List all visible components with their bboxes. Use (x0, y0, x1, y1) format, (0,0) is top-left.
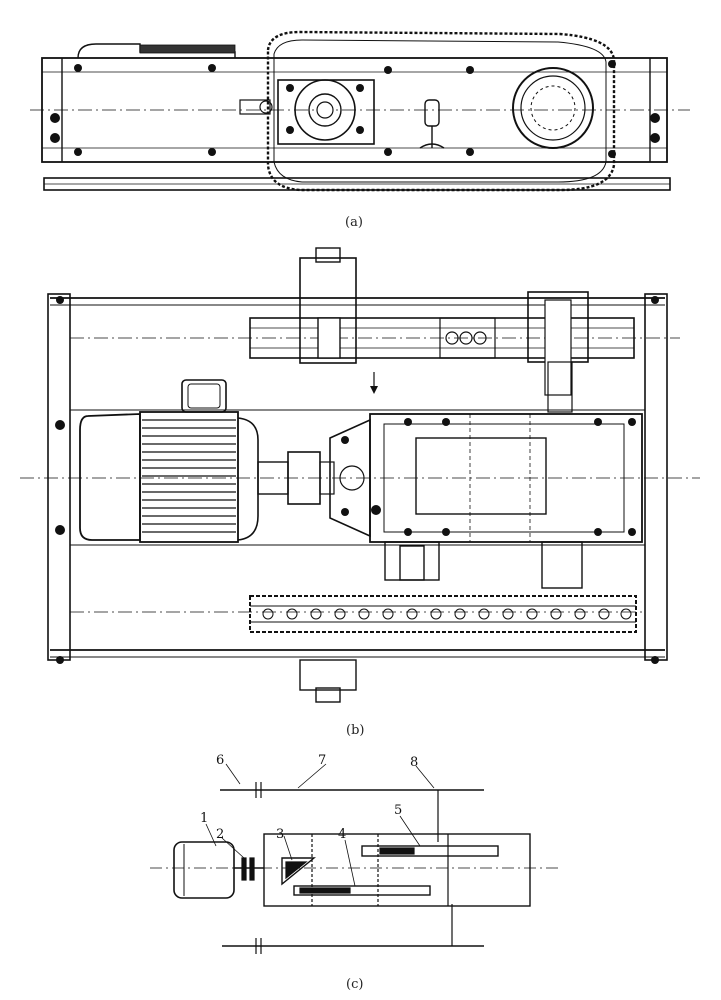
caption-b: (b) (346, 723, 364, 738)
view-c-schematic (150, 763, 560, 954)
caption-c: (c) (346, 977, 363, 992)
view-a-side-elevation (30, 30, 690, 192)
callout-7: 7 (318, 753, 326, 768)
callout-4: 4 (338, 827, 346, 842)
callout-5: 5 (394, 803, 402, 818)
callout-8: 8 (410, 755, 418, 770)
schematic-motor (173, 841, 235, 899)
callout-6: 6 (216, 753, 224, 768)
callout-3: 3 (276, 827, 284, 842)
callout-2: 2 (216, 827, 224, 842)
view-b-plan (20, 247, 700, 703)
callout-1: 1 (200, 811, 208, 826)
caption-a: (a) (345, 215, 363, 230)
schematic-reducer-housing (263, 833, 531, 907)
